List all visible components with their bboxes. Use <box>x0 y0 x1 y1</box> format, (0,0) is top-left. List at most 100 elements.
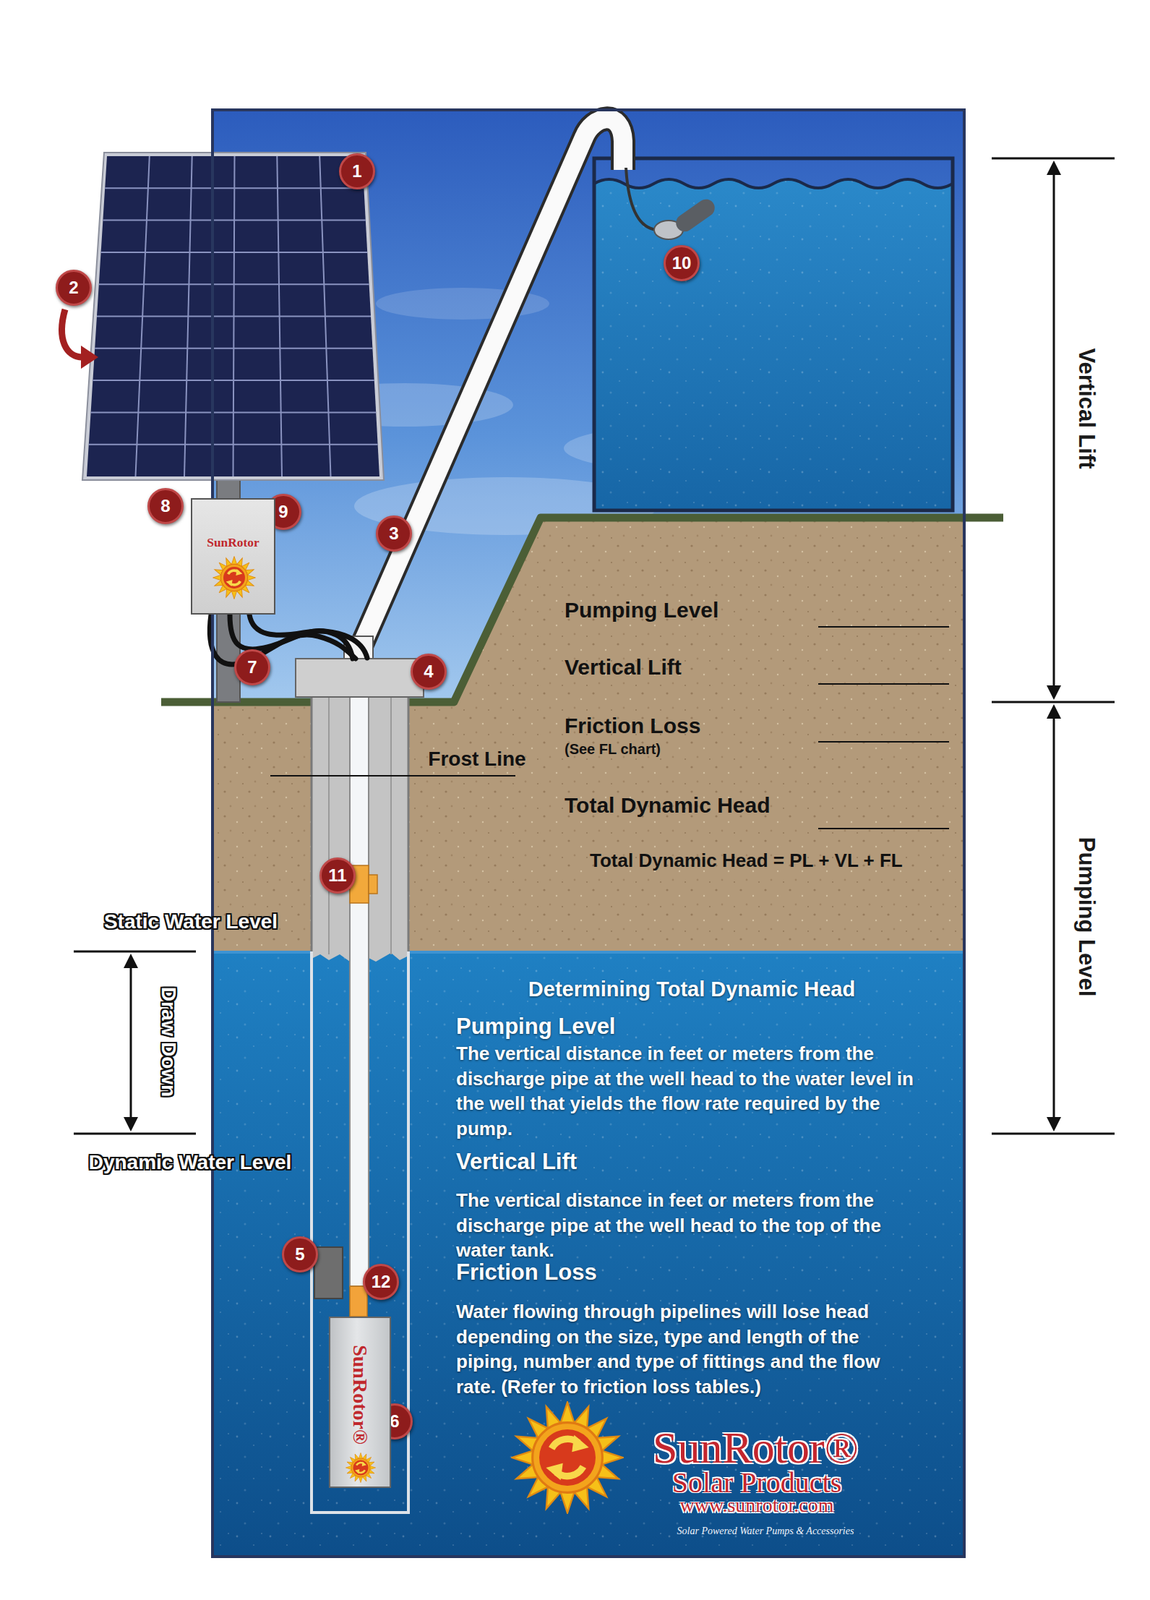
dimension-lines <box>73 1132 196 1135</box>
dimension-lines <box>73 950 196 953</box>
term-definition: Water flowing through pipelines will los… <box>456 1298 919 1399</box>
level-label: Dynamic Water Level <box>88 1150 293 1174</box>
formula: Total Dynamic Head = PL + VL + FL <box>589 849 903 872</box>
solar-panel <box>86 156 380 477</box>
solar-panel <box>82 152 384 480</box>
dimension-lines <box>991 157 1115 160</box>
ground-water <box>212 951 965 1557</box>
worksheet-label: Pumping Level <box>564 597 719 623</box>
ground-water <box>212 951 965 1557</box>
sky-background <box>212 109 965 1557</box>
dimension-label: Vertical Lift <box>1073 347 1100 469</box>
dimension-lines <box>130 962 133 1122</box>
dimension-lines <box>1053 713 1056 1122</box>
term-definition: The vertical distance in feet or meters … <box>456 1187 919 1263</box>
brand-name: SunRotor® <box>348 1344 372 1445</box>
dimension-lines <box>1046 704 1062 719</box>
term-heading: Pumping Level <box>456 1013 616 1040</box>
callout-number: 2 <box>55 269 92 306</box>
sky-background <box>212 109 965 1557</box>
dimension-lines <box>123 953 139 968</box>
brand-name: SunRotor <box>192 535 274 551</box>
dimension-lines <box>1046 160 1062 175</box>
ground-line <box>161 517 1004 702</box>
power-wires <box>249 614 368 658</box>
discharge-pipe <box>344 118 624 660</box>
callout-number: 12 <box>362 1263 399 1300</box>
callout-number: 5 <box>281 1236 319 1273</box>
well-casing <box>310 696 313 952</box>
well-casing <box>390 696 392 955</box>
dimension-lines <box>123 1116 139 1132</box>
water-tank <box>594 158 953 511</box>
worksheet-blanks <box>818 626 950 829</box>
ground-water <box>212 951 965 1557</box>
dimension-label: Pumping Level <box>1073 837 1100 997</box>
cable-splice <box>314 1246 343 1299</box>
water-tank <box>594 158 953 511</box>
well-cap <box>295 658 424 697</box>
water-tank <box>594 179 953 511</box>
power-wires <box>209 614 368 665</box>
water-tank <box>594 179 953 188</box>
well-casing <box>328 696 330 955</box>
worksheet-label: Total Dynamic Head <box>564 792 771 818</box>
brand-url: www.sunrotor.com <box>680 1493 835 1517</box>
discharge-pipe <box>359 118 624 651</box>
sun-logo <box>213 556 256 600</box>
worksheet-blanks <box>818 827 950 830</box>
dimension-lines <box>73 158 1115 1134</box>
solar-panel <box>184 156 193 477</box>
worksheet-note: (See FL chart) <box>564 740 661 758</box>
water-tank <box>594 179 953 511</box>
dimension-lines <box>991 701 1115 704</box>
term-heading: Vertical Lift <box>456 1148 577 1175</box>
sun-logo <box>212 555 256 600</box>
worksheet-blanks <box>818 625 950 628</box>
solar-panel <box>319 156 331 477</box>
callout-number: 11 <box>319 857 356 894</box>
worksheet-blanks <box>818 740 950 743</box>
solar-panel <box>276 156 282 477</box>
brand-name: SunRotor® <box>652 1421 859 1474</box>
float-switch <box>672 195 719 235</box>
term-heading: Friction Loss <box>456 1259 598 1286</box>
callout-number: 10 <box>663 245 700 282</box>
worksheet-label: Friction Loss <box>564 713 701 738</box>
pump-body: SunRotor® <box>328 1316 392 1488</box>
callout-number: 8 <box>147 487 184 525</box>
dimension-lines <box>1046 1116 1062 1132</box>
sun-logo <box>345 1452 376 1482</box>
tilt-arrow <box>62 309 99 369</box>
tilt-arrow <box>80 345 99 369</box>
term-definition: The vertical distance in feet or meters … <box>456 1040 919 1141</box>
worksheet-label: Vertical Lift <box>564 654 682 680</box>
dimension-lines <box>1046 685 1062 700</box>
float-switch <box>625 167 718 240</box>
callout-number: 7 <box>234 649 271 686</box>
sun-logo <box>345 1452 376 1483</box>
solar-panel <box>88 156 379 477</box>
solar-panel <box>233 156 235 477</box>
callout-number: 1 <box>339 153 376 190</box>
check-valve <box>368 874 378 894</box>
dimension-lines <box>991 1132 1115 1135</box>
logo-sun <box>512 1402 624 1513</box>
level-label: Static Water Level <box>104 910 278 934</box>
callout-number: 3 <box>375 515 413 552</box>
well-casing <box>407 696 410 952</box>
brand-slogan: Solar Powered Water Pumps & Accessories <box>677 1525 855 1537</box>
callout-number: 4 <box>410 653 447 690</box>
dimension-lines <box>1053 169 1056 691</box>
tilt-arrow <box>62 309 83 358</box>
dimension-label: Draw Down <box>156 986 180 1097</box>
power-wires <box>209 614 356 665</box>
frame-border <box>212 109 965 1557</box>
discharge-pipe <box>359 118 624 651</box>
solar-panel <box>135 156 150 477</box>
drop-pipe <box>349 658 369 1286</box>
panel-title: Determining Total Dynamic Head <box>528 977 856 1002</box>
solar-panel <box>82 152 384 480</box>
